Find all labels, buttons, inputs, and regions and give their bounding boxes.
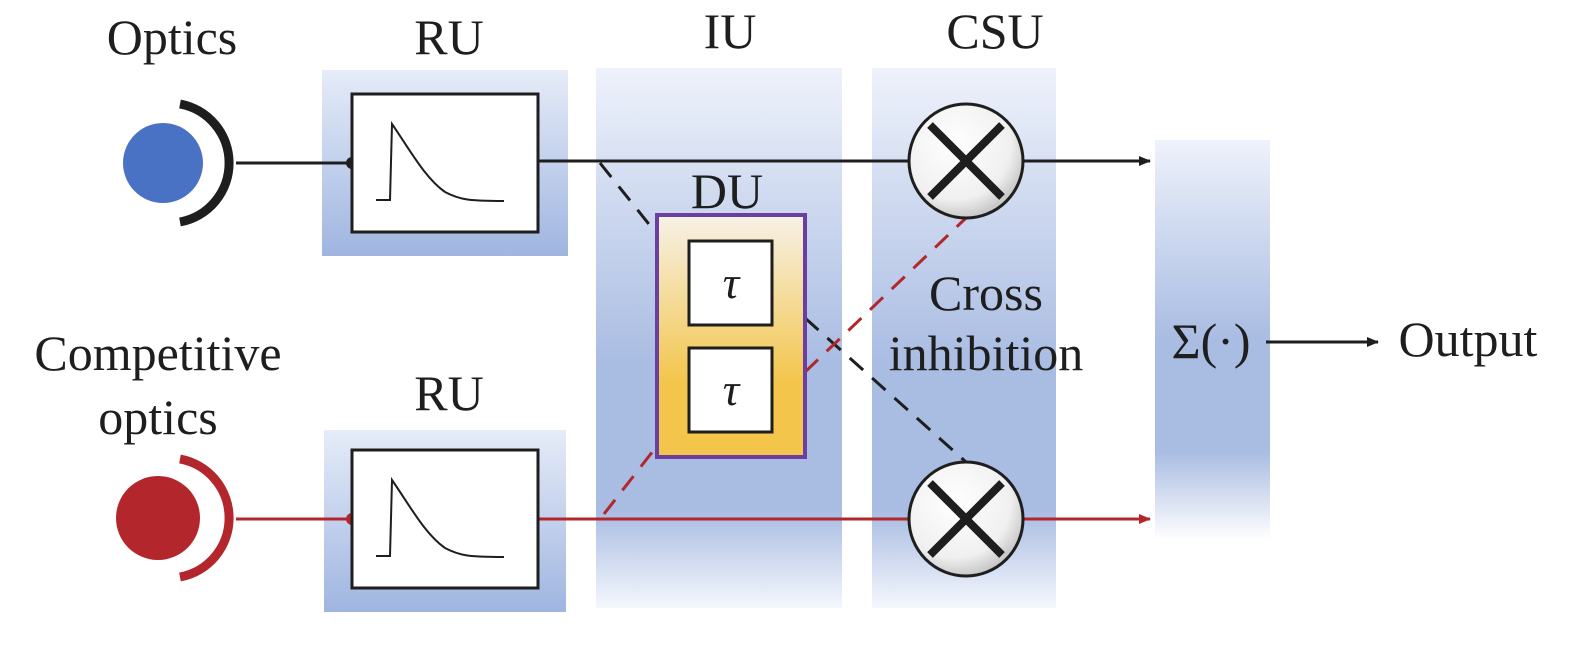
cross-label-line1: Cross (929, 265, 1043, 321)
dashed-black-lower (804, 316, 967, 464)
sum-column (1155, 140, 1270, 540)
ru-top-label: RU (414, 9, 483, 65)
dashed-red-upper (803, 216, 968, 374)
multiply-icon (907, 102, 1025, 220)
ru-bottom-box (350, 448, 540, 590)
sum-label: Σ(·) (1171, 313, 1250, 369)
iu-label: IU (704, 3, 757, 59)
tau-bottom-label: τ (723, 364, 741, 415)
dashed-red-lower (602, 441, 662, 515)
csu-label: CSU (946, 3, 1043, 59)
tau-top-label: τ (723, 257, 741, 308)
optics-label: Optics (107, 9, 238, 65)
cross-label-line2: inhibition (889, 325, 1083, 381)
multiply-icon (907, 460, 1025, 578)
competitive-label-line1: Competitive (34, 325, 281, 381)
ru-top-box (350, 92, 540, 234)
competitive-label-line2: optics (98, 389, 217, 445)
du-label: DU (691, 163, 763, 219)
du-box (655, 213, 807, 459)
output-label: Output (1399, 311, 1538, 367)
dashed-black-upper (598, 162, 662, 239)
red-receptor-icon (116, 454, 234, 582)
ru-bottom-label: RU (414, 365, 483, 421)
blue-receptor-icon (123, 99, 234, 227)
